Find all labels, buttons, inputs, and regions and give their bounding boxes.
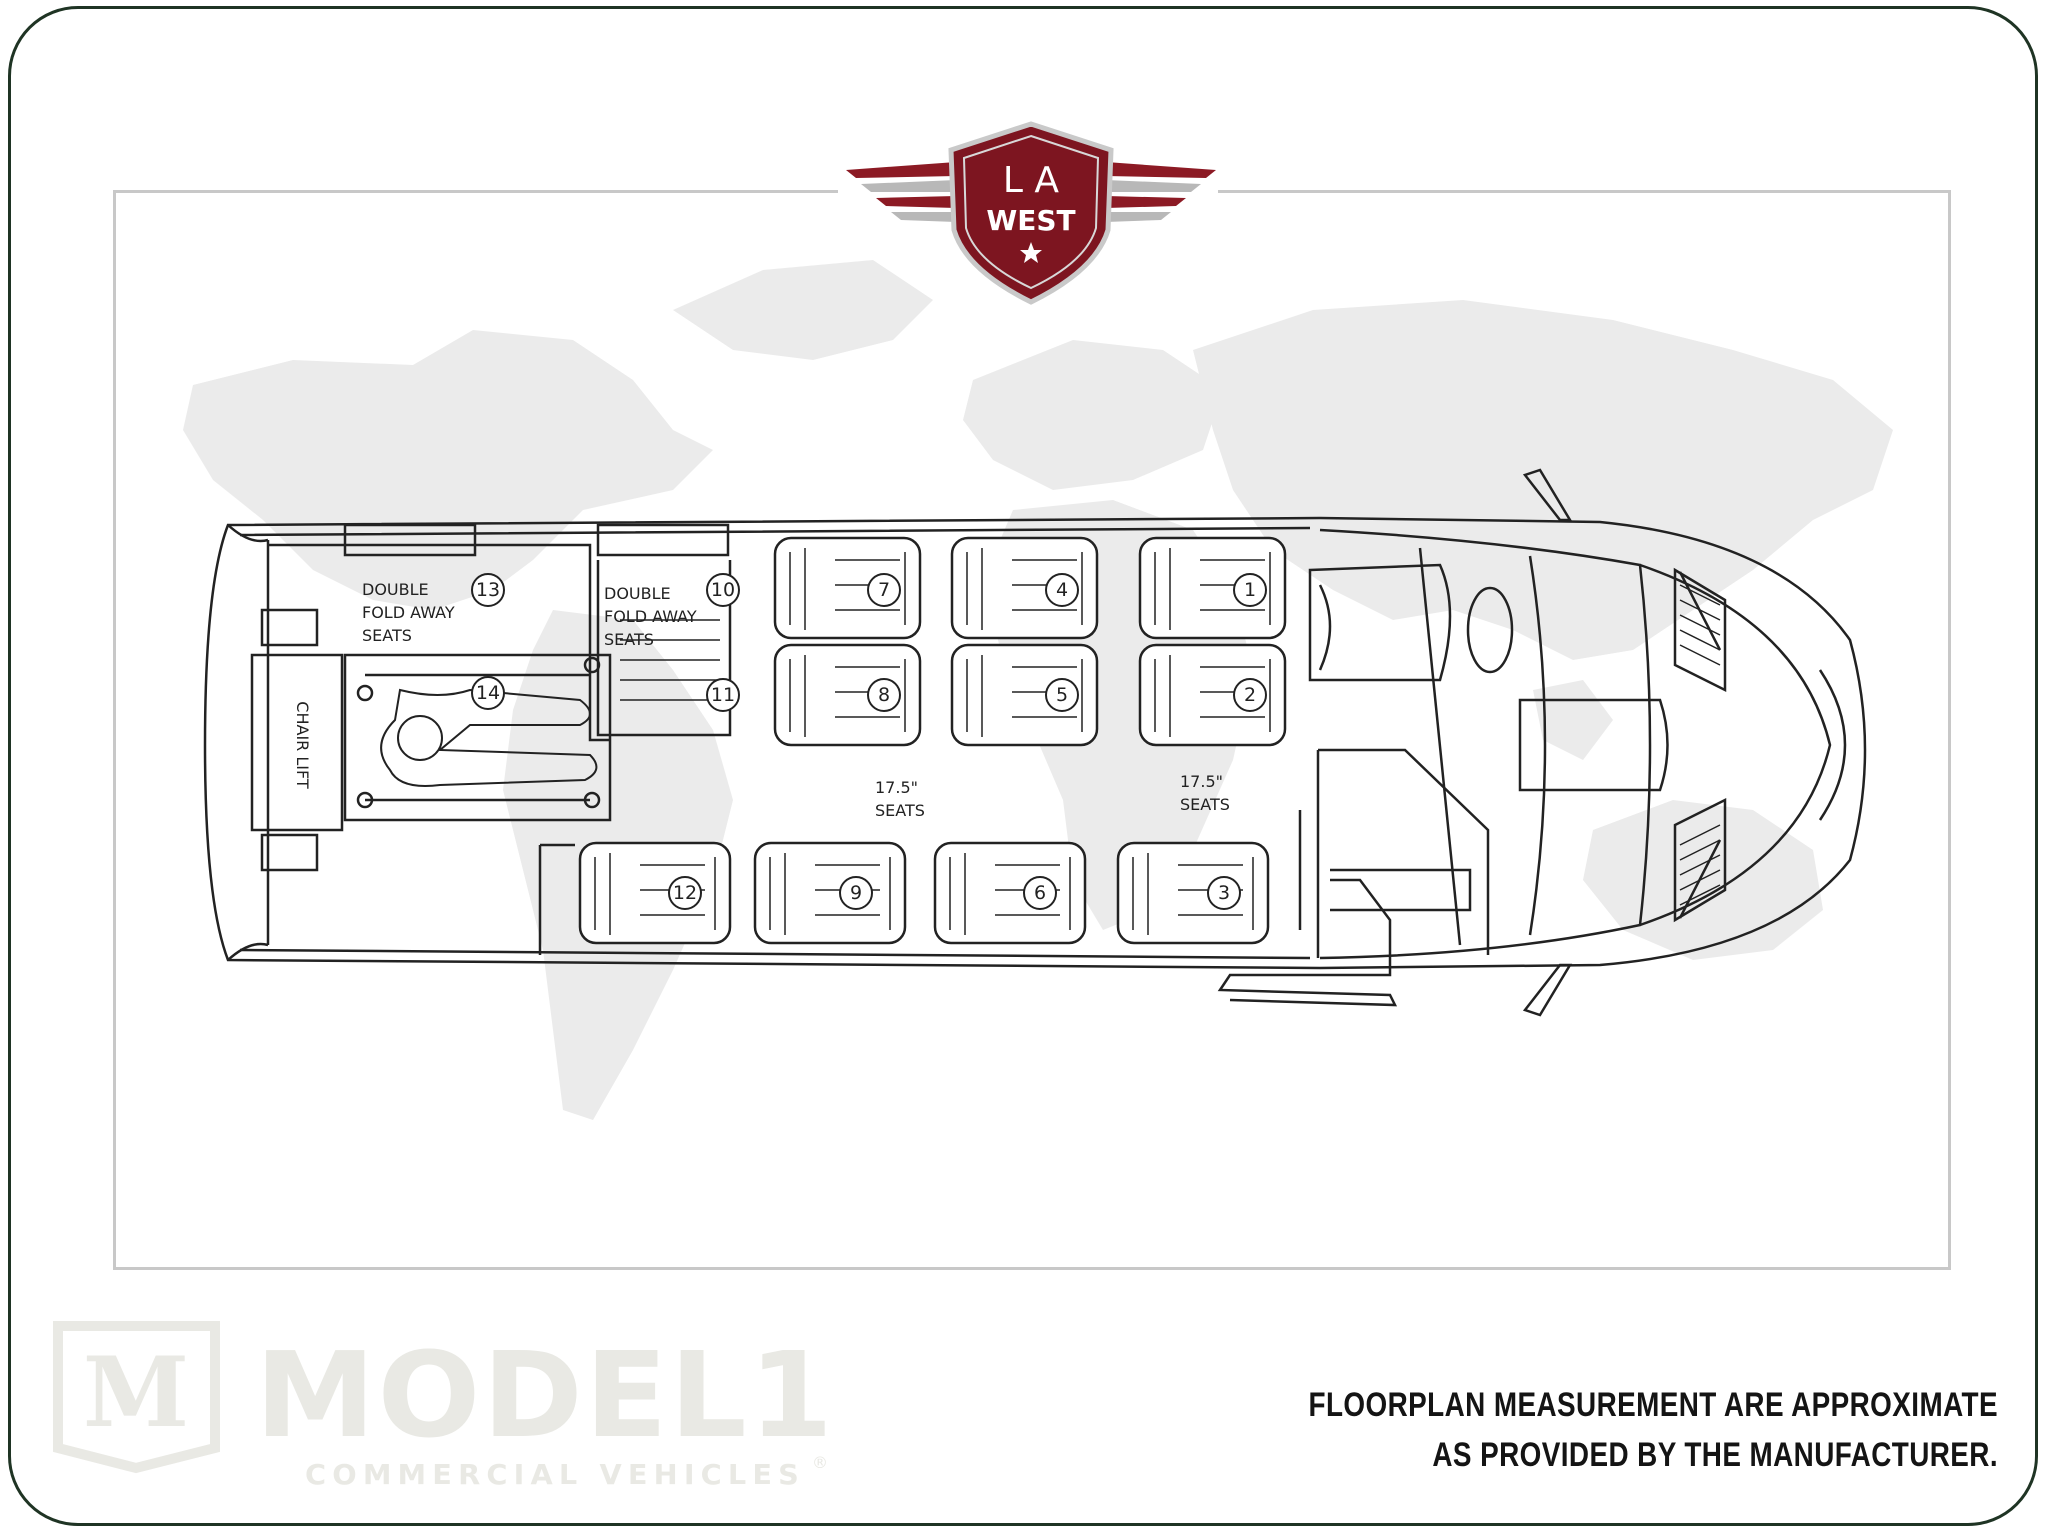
model1-tagline: COMMERCIAL VEHICLES [305,1458,805,1491]
world-map-watermark [183,260,1893,1120]
seat-number-11: 11 [711,684,735,706]
logo-line2: WEST [986,204,1075,237]
fold-away-label-front-2: FOLD AWAY [604,607,697,626]
seat-3 [1116,841,1270,945]
seat-2 [1138,643,1287,747]
model1-emblem-icon [53,1321,220,1474]
bus-body-outline [203,516,1867,970]
seat-1 [1138,536,1287,640]
seat-9 [753,841,907,945]
seat-12 [578,841,732,945]
model1-brand-watermark: M MODEL1 COMMERCIAL VEHICLES ® [53,1321,835,1491]
seat-number-14: 14 [476,682,500,704]
seat-width-size-1: 17.5" [875,778,918,797]
seat-number-5: 5 [1056,684,1068,706]
seat-width-unit-2: SEATS [1180,795,1230,814]
seat-number-10: 10 [711,579,735,601]
seat-number-4: 4 [1056,579,1068,601]
seat-number-3: 3 [1218,882,1230,904]
wheelchair-area [343,653,612,822]
model1-registered-mark: ® [812,1453,828,1472]
seat-8 [773,643,922,747]
disclaimer-line-1: FLOORPLAN MEASUREMENT ARE APPROXIMATE [1308,1386,1998,1424]
logo-line1: L A [1003,160,1060,201]
fold-away-label-rear-1: DOUBLE [362,580,429,599]
logo-shield [948,121,1114,305]
seat-number-7: 7 [878,579,890,601]
fold-away-label-rear-2: FOLD AWAY [362,603,455,622]
seat-number-1: 1 [1244,579,1256,601]
seat-number-2: 2 [1244,684,1256,706]
seat-number-12: 12 [673,882,697,904]
la-west-logo: L A WEST [846,121,1216,305]
seat-6 [933,841,1087,945]
model1-name: MODEL1 [255,1326,835,1464]
logo-wing-left [846,162,956,222]
seat-width-size-2: 17.5" [1180,772,1223,791]
model1-emblem-letter: M [83,1336,189,1449]
seat-number-13: 13 [476,579,500,601]
logo-wing-right [1106,162,1216,222]
fold-away-label-front-1: DOUBLE [604,584,671,603]
fold-away-label-front-3: SEATS [604,630,654,649]
seat-5 [950,643,1099,747]
seat-number-6: 6 [1034,882,1046,904]
seat-number-8: 8 [878,684,890,706]
seat-number-9: 9 [850,882,862,904]
chair-lift-label: CHAIR LIFT [293,701,312,789]
disclaimer-line-2: AS PROVIDED BY THE MANUFACTURER. [1432,1436,1998,1474]
disclaimer: FLOORPLAN MEASUREMENT ARE APPROXIMATE AS… [1178,1380,1998,1480]
seat-group [578,536,1287,945]
logo-star [1020,242,1042,263]
seat-width-unit-1: SEATS [875,801,925,820]
seat-4 [950,536,1099,640]
chair-lift [250,653,344,832]
fold-away-label-rear-3: SEATS [362,626,412,645]
seat-7 [773,536,922,640]
